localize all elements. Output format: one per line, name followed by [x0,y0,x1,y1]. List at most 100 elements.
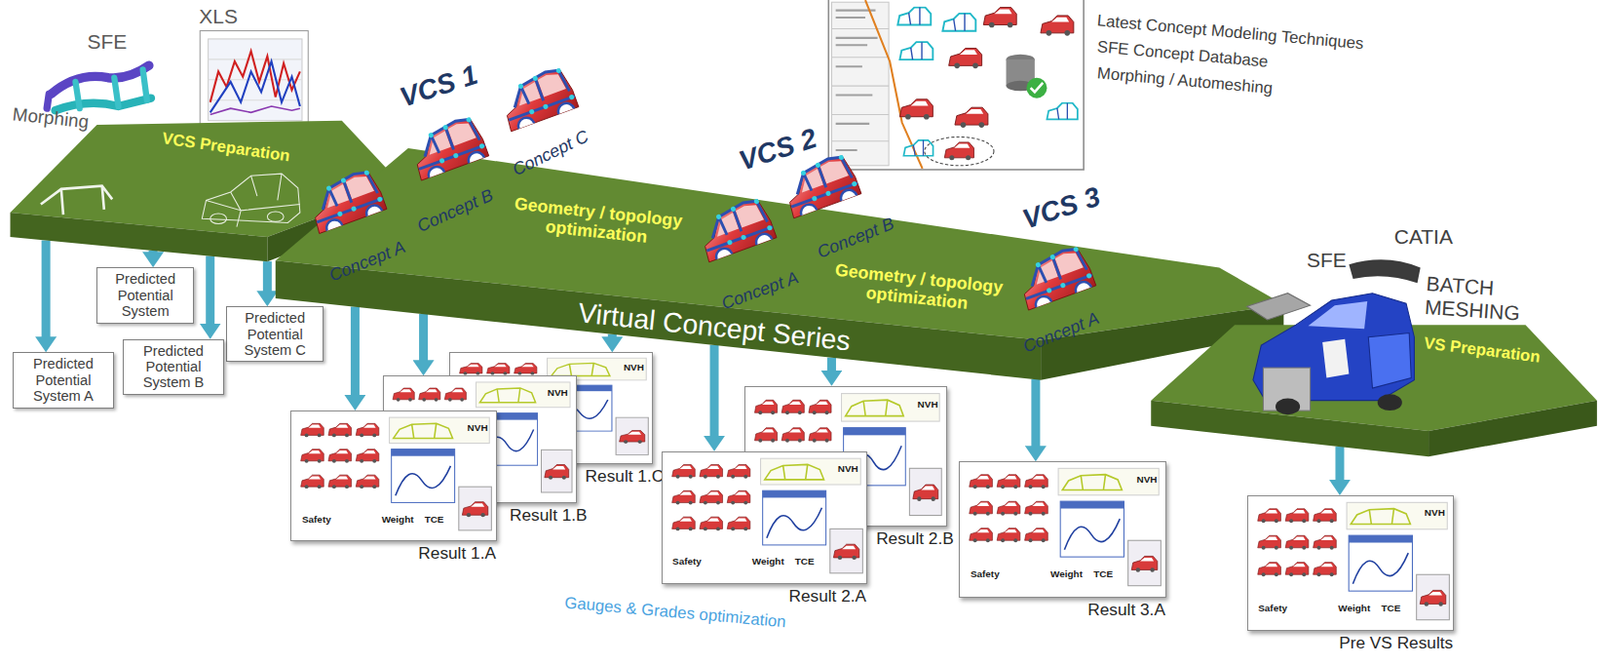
crash-thumbnails [1257,508,1336,576]
process-step-label: Geometry / topology optimization [500,192,693,253]
tool-label: Morphing [10,104,89,134]
tool-label: CATIA [1394,225,1453,249]
result-caption-box: Result 3.A [1087,599,1166,620]
metric-tag: NVH [623,361,645,373]
label-text: Morphing / Automeshing [1096,64,1274,99]
metric-tag: Safety [302,513,332,525]
prediction-text: Predicted Potential System C [229,309,319,358]
crash-thumbnails [969,474,993,490]
wireframe-car [201,173,301,227]
concept-label: Concept B [813,213,897,263]
crash-thumbnails [699,516,724,531]
concept-label: Concept A [1020,307,1103,357]
result-caption-box: Result 1.C [585,465,665,487]
concept-car-model [710,200,764,236]
process-step-label: Geometry / topology optimization [822,259,1015,319]
car-thumbnail [544,464,570,480]
metric-tag-box: Safety [672,556,702,568]
sfe-part-icon [46,65,152,111]
result-sheet: Result 1.ANVHSafetyWeightTCE [290,410,497,541]
chart-curve [1065,518,1121,550]
metric-tag: Weight [1337,602,1371,613]
prediction-card: Predicted Potential System A [12,351,115,408]
metric-tag-box: NVH [547,387,569,399]
concept-car-model [1060,281,1067,288]
label-text: SFE [87,30,128,53]
concept-car-model [512,70,567,106]
car-thumbnail [913,484,939,501]
crash-thumbnails [671,516,695,531]
concept-car-model [324,202,383,231]
metric-tag: NVH [1424,506,1446,518]
flow-arrow [419,313,428,362]
metric-tag-box: NVH [623,362,645,374]
concept-car-model [304,167,387,234]
platform-face [1150,324,1598,431]
xls-chart-icon [210,106,301,115]
body-in-white-car [1368,333,1411,389]
process-platform: Virtual Concept Series [275,148,1285,381]
chart-window [761,490,826,545]
result-caption-box: Result 1.A [418,542,496,564]
metric-tag: NVH [1137,473,1158,485]
concept-car-model [740,233,747,240]
prediction-text: Predicted Potential System B [126,342,222,391]
crash-thumbnails [444,387,466,402]
chart-window [1348,534,1412,542]
label-text: Concept A [1020,307,1103,356]
crash-thumbnails [699,490,724,504]
prediction-card: Predicted Potential System B [122,339,226,395]
crash-thumbnails [726,463,751,478]
concept-database-screenshot [983,7,1017,29]
sfe-part-icon [75,69,147,109]
metric-tag-box: NVH [838,463,859,475]
concept-car-model [568,93,574,100]
car-thumbnail [829,528,863,572]
platform-title: VCS Preparation [161,128,293,165]
chart-window [1348,534,1412,591]
concept-car-model [1013,243,1097,310]
concept-database-screenshot [831,1,889,166]
car-thumbnail [1128,540,1162,586]
concept-car-model [811,194,818,201]
metric-tag-box: TCE [1093,569,1113,580]
xls-chart-icon [208,38,303,121]
wireframe-car [266,211,284,222]
concept-car-model [495,65,579,132]
metric-tag-box: NVH [1424,507,1446,519]
nvh-frame-sketch [763,463,824,479]
concept-car-model [778,152,862,219]
metric-tag: TCE [424,513,445,525]
concept-car-model [814,161,821,168]
concept-car-model [1034,261,1041,267]
xls-chart-icon [199,31,308,130]
crash-thumbnails [1312,562,1336,577]
flow-arrow [1030,379,1040,448]
concept-car-model [406,114,490,181]
metric-tag: NVH [547,386,569,398]
crash-thumbnails [808,399,832,415]
body-in-white-car [1377,393,1403,411]
crash-thumbnails [356,474,381,489]
flow-arrow [1334,446,1344,482]
flow-arrow [205,255,215,325]
concept-car-model [495,65,579,132]
concept-car-model [408,114,486,169]
crash-thumbnails [1285,562,1309,577]
label-text: Gauges & Grades optimization [564,593,788,632]
concept-car-model [825,190,832,196]
optimization-note: Gauges & Grades optimization [564,593,788,632]
label-text: Latest Concept Modeling Techniques [1096,10,1365,53]
concept-database-screenshot [836,10,878,151]
platform-face [1150,400,1429,458]
wireframe-car [201,173,301,223]
metric-tag-box: NVH [467,422,489,434]
crash-thumbnails [808,427,832,443]
technique-note: Morphing / Automeshing [1096,64,1274,99]
platform-title: VS Preparation [1422,333,1542,366]
tool-label: SFE [87,30,128,54]
concept-car-model [1049,253,1056,260]
concept-database-screenshot [1046,103,1077,120]
flow-arrow [710,344,720,438]
concept-car-model [517,82,524,89]
